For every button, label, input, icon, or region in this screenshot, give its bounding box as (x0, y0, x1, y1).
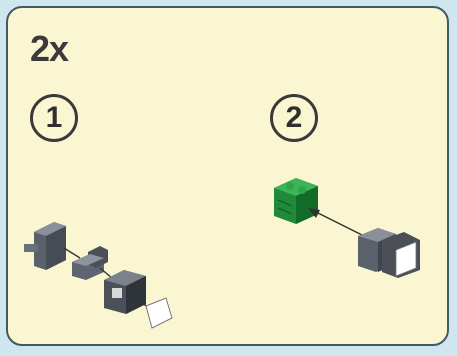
gray-clip-part (24, 222, 66, 270)
step-1-badge: 1 (30, 94, 78, 142)
instruction-panel (6, 6, 449, 346)
dark-cube-part (104, 270, 146, 314)
multiplier-label: 2x (30, 28, 69, 69)
brick-parts-exploded-icon (24, 222, 173, 329)
gray-bracket-part (72, 246, 108, 280)
green-brick-part (274, 178, 318, 224)
arrow-left-icon (308, 208, 365, 237)
gray-connector-part (358, 228, 420, 278)
step-2-badge: 2 (270, 94, 318, 142)
white-tile-part (145, 297, 173, 329)
green-brick-attach-icon (274, 178, 420, 278)
